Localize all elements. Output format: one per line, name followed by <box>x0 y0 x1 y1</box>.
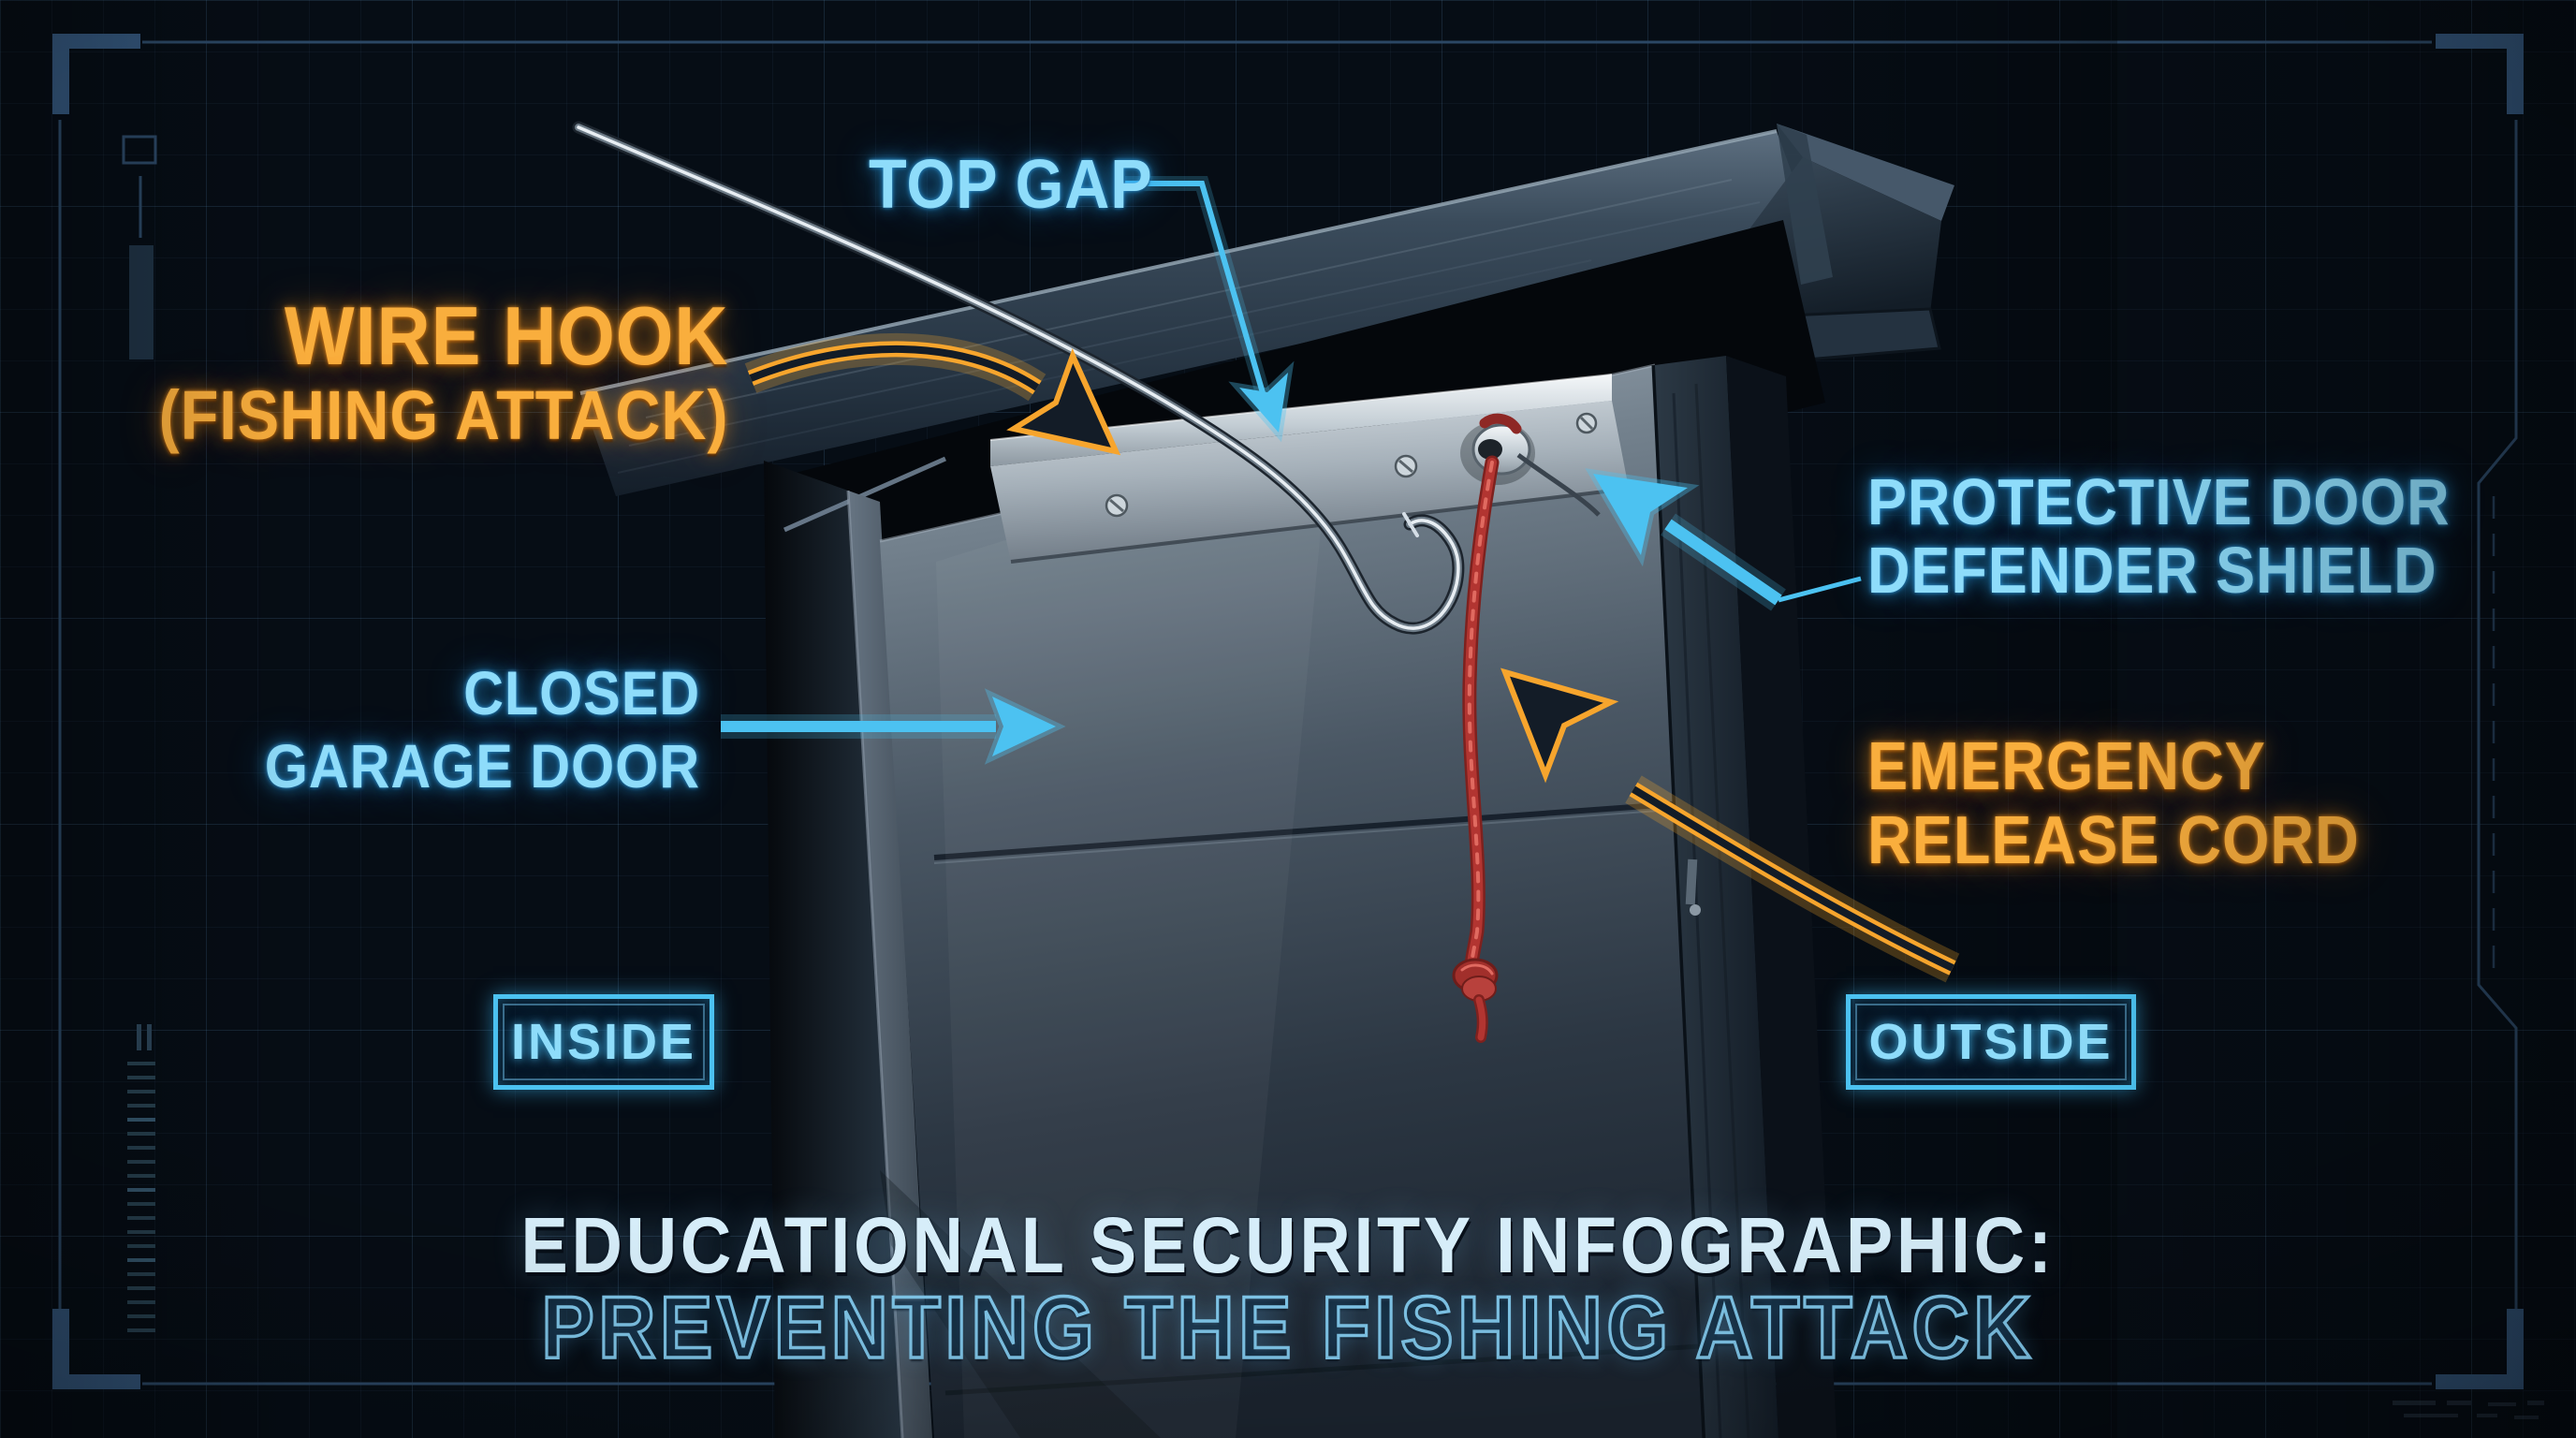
deco-square <box>122 135 157 165</box>
wire-hook-line2: (FISHING ATTACK) <box>158 376 728 455</box>
emergency-cord-label: EMERGENCY RELEASE CORD <box>1867 729 2360 879</box>
shield-line1: PROTECTIVE DOOR <box>1867 465 2451 538</box>
inside-badge-text: INSIDE <box>510 1014 697 1070</box>
shield-line2: DEFENDER SHIELD <box>1867 533 2437 607</box>
bracket-bottom-right <box>2436 1309 2524 1389</box>
top-gap-label: TOP GAP <box>869 145 1153 223</box>
title-line2: PREVENTING THE FISHING ATTACK <box>540 1276 2035 1378</box>
inside-badge: INSIDE <box>493 994 714 1090</box>
hud-frame-right-chamfer <box>2477 120 2518 1311</box>
closed-door-line1: CLOSED <box>463 658 700 727</box>
bracket-top-left <box>52 34 140 114</box>
deco-bar <box>129 245 154 360</box>
emergency-line1: EMERGENCY <box>1867 729 2266 804</box>
deco-fineprint-marks <box>2393 1401 2544 1419</box>
wire-hook-line1: WIRE HOOK <box>284 289 728 382</box>
outside-badge-text: OUTSIDE <box>1868 1014 2114 1070</box>
top-gap-text: TOP GAP <box>869 145 1153 223</box>
defender-shield-label: PROTECTIVE DOOR DEFENDER SHIELD <box>1867 468 2451 605</box>
bracket-bottom-left <box>52 1309 140 1389</box>
wire-hook-label: WIRE HOOK (FISHING ATTACK) <box>158 292 728 453</box>
bracket-top-right <box>2436 34 2524 114</box>
emergency-line2: RELEASE CORD <box>1867 803 2360 879</box>
release-cord-pulley <box>1460 421 1535 485</box>
closed-garage-door-label: CLOSED GARAGE DOOR <box>265 657 700 803</box>
closed-door-line2: GARAGE DOOR <box>264 730 700 800</box>
outside-badge: OUTSIDE <box>1846 994 2136 1090</box>
